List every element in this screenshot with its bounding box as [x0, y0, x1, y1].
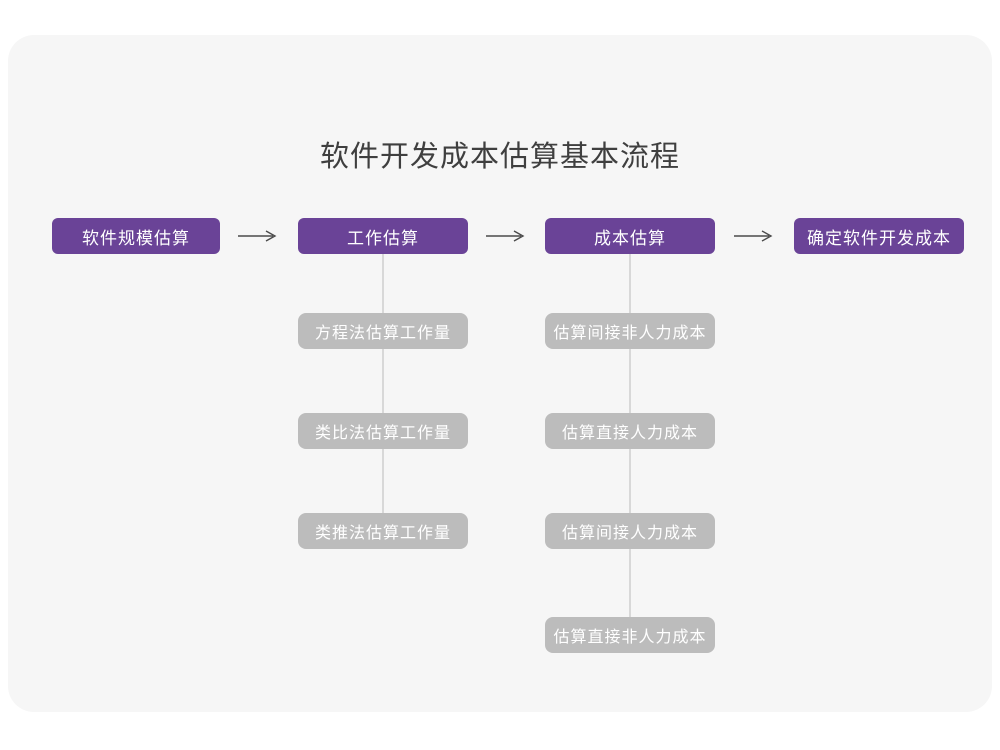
node-determine-dev-cost: 确定软件开发成本 — [794, 218, 964, 254]
diagram-title: 软件开发成本估算基本流程 — [319, 141, 680, 173]
node-work-estimation: 工作估算 — [298, 218, 468, 254]
flow-arrow-icon — [486, 230, 525, 242]
diagram-canvas: 软件开发成本估算基本流程 软件规模估算 工作估算 成本估算 确定软件开发成本 方… — [8, 35, 992, 712]
node-direct-non-labor-cost: 估算直接非人力成本 — [545, 617, 715, 653]
node-direct-labor-cost: 估算直接人力成本 — [545, 413, 715, 449]
node-software-scale-estimation: 软件规模估算 — [52, 218, 220, 254]
node-indirect-labor-cost: 估算间接人力成本 — [545, 513, 715, 549]
flow-arrow-icon — [238, 230, 277, 242]
node-cost-estimation: 成本估算 — [545, 218, 715, 254]
node-analogy-method: 类比法估算工作量 — [298, 413, 468, 449]
connector-line-work-estimation — [382, 254, 384, 517]
node-equation-method: 方程法估算工作量 — [298, 313, 468, 349]
node-extrapolation-method: 类推法估算工作量 — [298, 513, 468, 549]
flow-arrow-icon — [734, 230, 773, 242]
node-indirect-non-labor-cost: 估算间接非人力成本 — [545, 313, 715, 349]
